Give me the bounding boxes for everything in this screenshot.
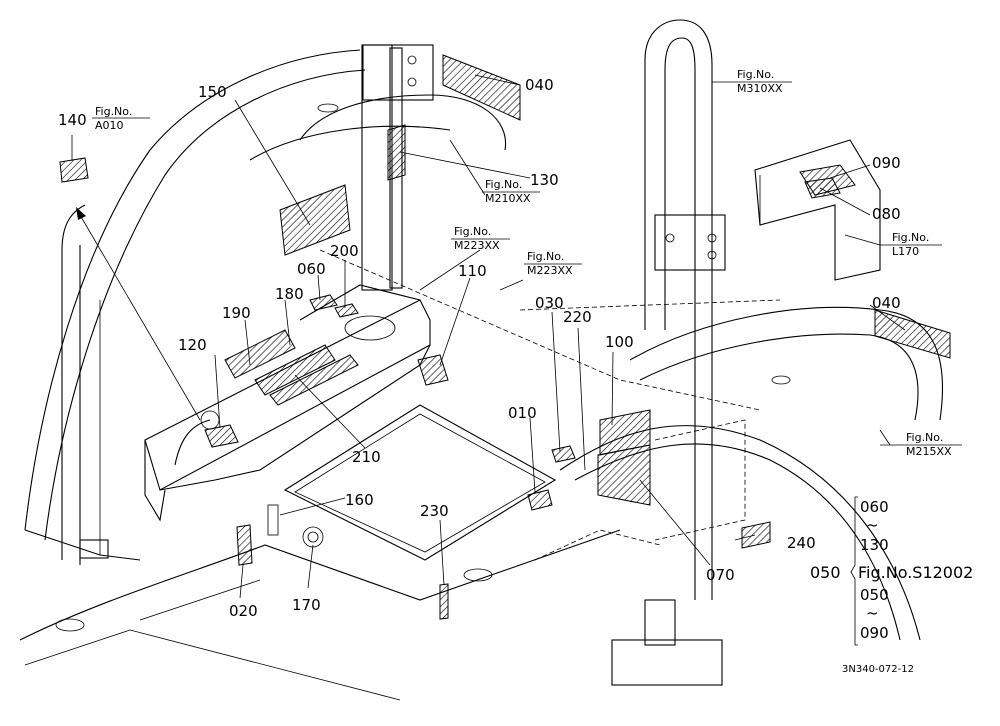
- label-110: 110: [458, 262, 487, 280]
- decal-040-right: [874, 309, 951, 359]
- decal-locations: [59, 54, 951, 620]
- group-main-fig: Fig.No.S12002: [858, 563, 973, 582]
- decal-240: [741, 521, 771, 549]
- decal-120: [204, 424, 239, 448]
- figref-m215-code: M215XX: [906, 445, 952, 458]
- label-150: 150: [198, 83, 227, 101]
- label-100: 100: [605, 333, 634, 351]
- label-020: 020: [229, 602, 258, 620]
- decal-110: [417, 354, 449, 386]
- decal-030: [551, 445, 576, 463]
- figref-a010-code: A010: [95, 119, 124, 132]
- decal-010: [527, 489, 553, 511]
- group-bottom-to: 090: [860, 624, 889, 642]
- label-060: 060: [297, 260, 326, 278]
- label-160: 160: [345, 491, 374, 509]
- decal-210: [269, 354, 359, 406]
- decal-020: [236, 524, 253, 566]
- label-120: 120: [178, 336, 207, 354]
- figref-m210-prefix: Fig.No.: [485, 178, 522, 191]
- group-bottom-from: 050: [860, 586, 889, 604]
- group-top-tilde: ~: [866, 516, 879, 534]
- figref-m223b-code: M223XX: [527, 264, 573, 277]
- leader-lines: [71, 74, 906, 599]
- group-note: 060 ~ 130 050 Fig.No.S12002 050 ~ 090: [810, 496, 973, 646]
- group-top-to: 130: [860, 536, 889, 554]
- group-bottom-tilde: ~: [866, 604, 879, 622]
- figref-m223b-prefix: Fig.No.: [527, 250, 564, 263]
- figref-l170-prefix: Fig.No.: [892, 231, 929, 244]
- label-240: 240: [787, 534, 816, 552]
- figref-l170-code: L170: [892, 245, 919, 258]
- decal-040-top: [442, 54, 521, 121]
- label-140: 140: [58, 111, 87, 129]
- machine-outline: [19, 19, 944, 701]
- label-200: 200: [330, 242, 359, 260]
- group-main-code: 050: [810, 563, 841, 582]
- label-230: 230: [420, 502, 449, 520]
- figref-m223a-code: M223XX: [454, 239, 500, 252]
- label-180: 180: [275, 285, 304, 303]
- decal-070: [597, 444, 651, 506]
- decal-200: [334, 303, 359, 318]
- figref-m215-prefix: Fig.No.: [906, 431, 943, 444]
- label-210: 210: [352, 448, 381, 466]
- label-080: 080: [872, 205, 901, 223]
- decal-080: [804, 177, 841, 199]
- decal-180: [254, 344, 336, 396]
- label-040-top: 040: [525, 76, 554, 94]
- label-170: 170: [292, 596, 321, 614]
- label-220: 220: [563, 308, 592, 326]
- decal-190: [224, 329, 296, 379]
- figref-m223a-prefix: Fig.No.: [454, 225, 491, 238]
- decal-230: [439, 583, 449, 620]
- label-010: 010: [508, 404, 537, 422]
- label-090: 090: [872, 154, 901, 172]
- label-040-right: 040: [872, 294, 901, 312]
- figure-refs: Fig.No. A010 Fig.No. M210XX Fig.No. M223…: [92, 68, 962, 458]
- drawing-code: 3N340-072-12: [842, 664, 914, 675]
- label-070: 070: [706, 566, 735, 584]
- decal-130: [387, 124, 406, 181]
- part-labels: 140 150 040 130 090 080 040 200 060 180 …: [58, 76, 901, 620]
- group-top-from: 060: [860, 498, 889, 516]
- label-190: 190: [222, 304, 251, 322]
- decal-140: [59, 157, 89, 183]
- label-130: 130: [530, 171, 559, 189]
- decal-150: [279, 184, 351, 256]
- label-030: 030: [535, 294, 564, 312]
- figref-m210-code: M210XX: [485, 192, 531, 205]
- decal-060: [309, 294, 338, 311]
- figref-m310-code: M310XX: [737, 82, 783, 95]
- figref-m310-prefix: Fig.No.: [737, 68, 774, 81]
- figref-a010-prefix: Fig.No.: [95, 105, 132, 118]
